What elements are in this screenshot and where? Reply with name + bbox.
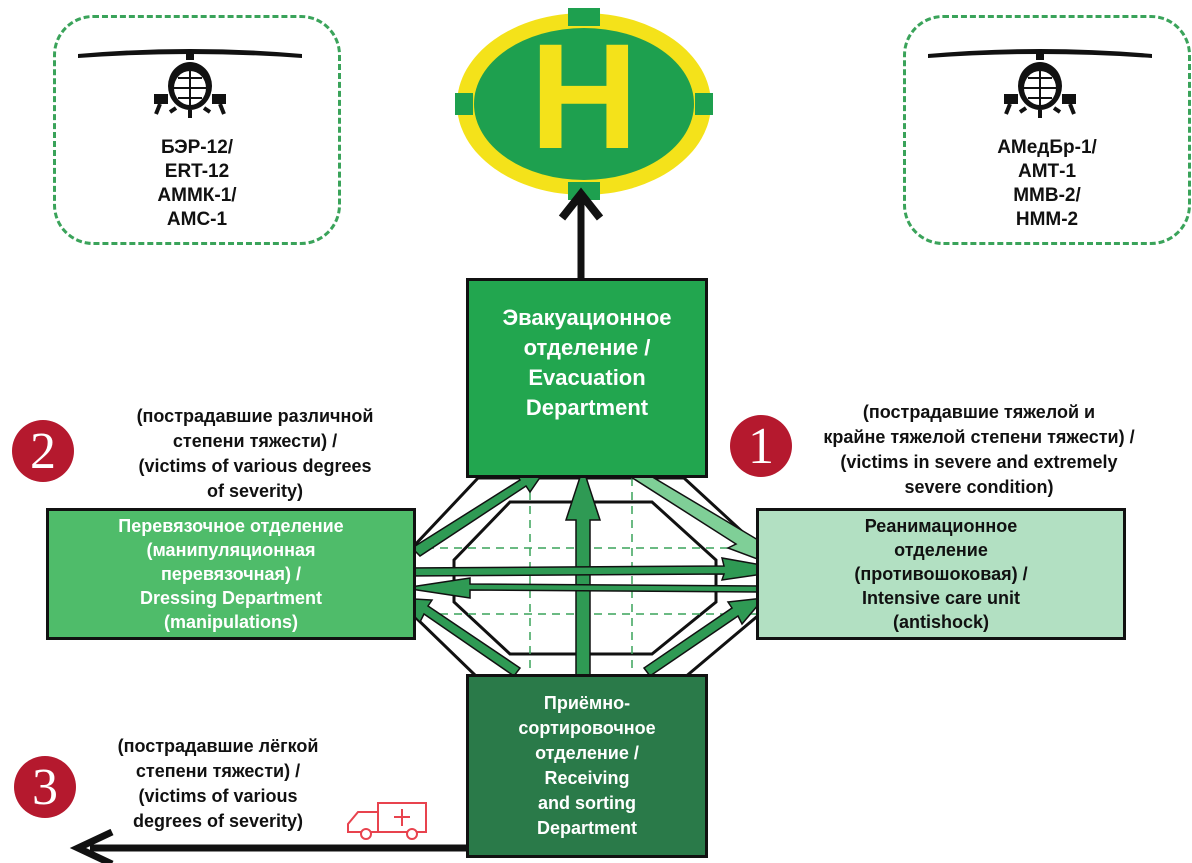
receiving-line: сортировочное — [518, 718, 656, 738]
helicopter-right-line: ММВ-2/ — [1013, 185, 1081, 206]
helicopter-icon — [78, 49, 302, 118]
helicopter-left-line: АММК-1/ — [157, 185, 237, 206]
evacuation-arrow — [558, 187, 604, 278]
helicopter-right-line: АМТ-1 — [1017, 161, 1077, 182]
receiving-line: отделение / — [535, 743, 639, 763]
helicopter-left-line: АМС-1 — [166, 209, 228, 230]
flow-arrows — [394, 458, 791, 679]
group-1-line: severe condition) — [904, 477, 1054, 497]
receiving-line: and sorting — [538, 793, 636, 813]
evacuation-line: Evacuation — [528, 365, 646, 390]
receiving-line: Приёмно- — [543, 693, 631, 713]
group-3-line: (victims of various — [138, 786, 298, 806]
evacuation-line: отделение / — [523, 335, 651, 360]
receiving-department: Приёмно- сортировочное отделение / Recei… — [466, 674, 708, 858]
helicopter-left-line: БЭР-12/ — [160, 137, 234, 158]
intensive-line: (противошоковая) / — [854, 564, 1028, 584]
intensive-care-department: Реанимационное отделение (противошоковая… — [756, 508, 1126, 640]
group-2-line: (пострадавшие различной — [136, 406, 374, 426]
receiving-line: Department — [536, 818, 638, 838]
group-3-line: degrees of severity) — [132, 811, 304, 831]
group-2-line: степени тяжести) / — [172, 431, 338, 451]
helicopter-icon — [928, 49, 1152, 118]
helicopter-right-line: НММ-2 — [1015, 209, 1079, 230]
dressing-line: Перевязочное отделение — [118, 516, 344, 536]
dressing-line: (manipulations) — [163, 612, 298, 632]
helicopter-box-left: БЭР-12/ ERT-12 АММК-1/ АМС-1 — [53, 15, 341, 245]
ambulance-icon — [347, 802, 427, 840]
helicopter-left-line: ERT-12 — [164, 161, 230, 182]
group-badge-2: 2 — [12, 420, 74, 482]
evacuation-line: Department — [525, 395, 649, 420]
intensive-line: отделение — [894, 540, 988, 560]
receiving-line: Receiving — [544, 768, 630, 788]
group-badge-1: 1 — [730, 415, 792, 477]
helipad-icon: H — [455, 8, 713, 200]
evacuation-line: Эвакуационное — [502, 305, 672, 330]
helicopter-right-label: АМедБр-1/ АМТ-1 ММВ-2/ НММ-2 — [906, 136, 1188, 232]
intensive-line: Реанимационное — [864, 516, 1018, 536]
group-1-line: (victims in severe and extremely — [840, 452, 1118, 472]
group-3-line: степени тяжести) / — [135, 761, 301, 781]
group-1-note: (пострадавшие тяжелой и крайне тяжелой с… — [794, 400, 1164, 500]
helicopter-left-label: БЭР-12/ ERT-12 АММК-1/ АМС-1 — [56, 136, 338, 232]
group-2-line: of severity) — [206, 481, 304, 501]
dressing-line: (манипуляционная — [146, 540, 316, 560]
dressing-line: Dressing Department — [139, 588, 323, 608]
group-2-note: (пострадавшие различной степени тяжести)… — [100, 404, 410, 504]
intensive-line: Intensive care unit — [861, 588, 1021, 608]
helicopter-right-line: АМедБр-1/ — [997, 137, 1097, 158]
exit-arrow — [69, 828, 466, 863]
group-badge-3: 3 — [14, 756, 76, 818]
group-1-line: (пострадавшие тяжелой и — [862, 402, 1096, 422]
dressing-department: Перевязочное отделение (манипуляционная … — [46, 508, 416, 640]
group-2-line: (victims of various degrees — [138, 456, 372, 476]
group-1-line: крайне тяжелой степени тяжести) / — [823, 427, 1135, 447]
helipad-letter: H — [530, 12, 638, 180]
group-3-note: (пострадавшие лёгкой степени тяжести) / … — [88, 734, 348, 834]
intensive-line: (antishock) — [892, 612, 989, 632]
group-3-line: (пострадавшие лёгкой — [117, 736, 319, 756]
dressing-line: перевязочная) / — [160, 564, 302, 584]
helicopter-box-right: АМедБр-1/ АМТ-1 ММВ-2/ НММ-2 — [903, 15, 1191, 245]
evacuation-department: Эвакуационное отделение / Evacuation Dep… — [466, 278, 708, 478]
